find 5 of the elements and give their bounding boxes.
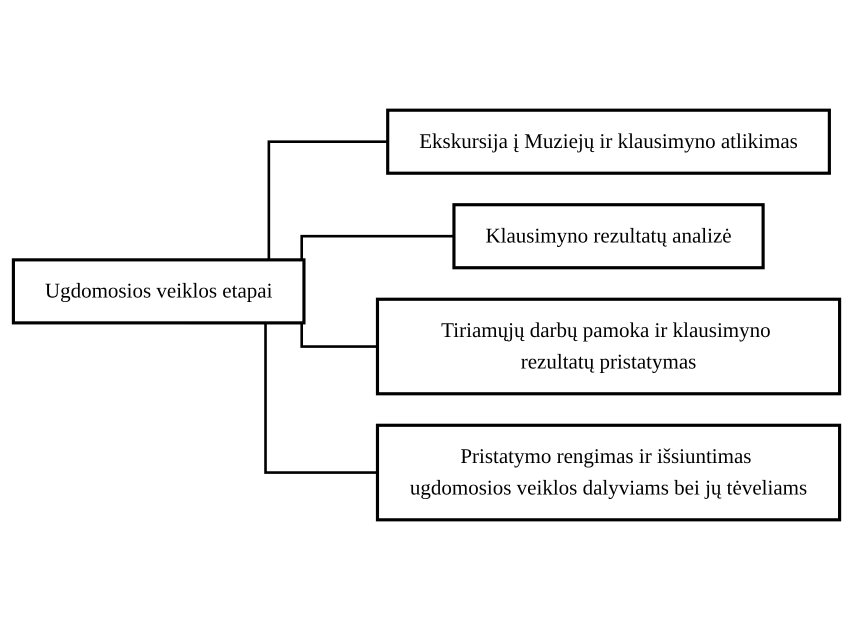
node-box: Klausimyno rezultatų analizė xyxy=(452,203,765,270)
node-box: Tiriamųjų darbų pamoka ir klausimyno rezultatų pristatymas xyxy=(376,298,842,396)
node-box: Ugdomosios veiklos etapai xyxy=(12,258,306,324)
node-box: Ekskursija į Muziejų ir klausimyno atlikimas xyxy=(386,108,831,175)
node-box: Pristatymo rengimas ir išsiuntimas ugdomosios veiklos dalyviams bei jų tėveliams xyxy=(376,424,842,522)
